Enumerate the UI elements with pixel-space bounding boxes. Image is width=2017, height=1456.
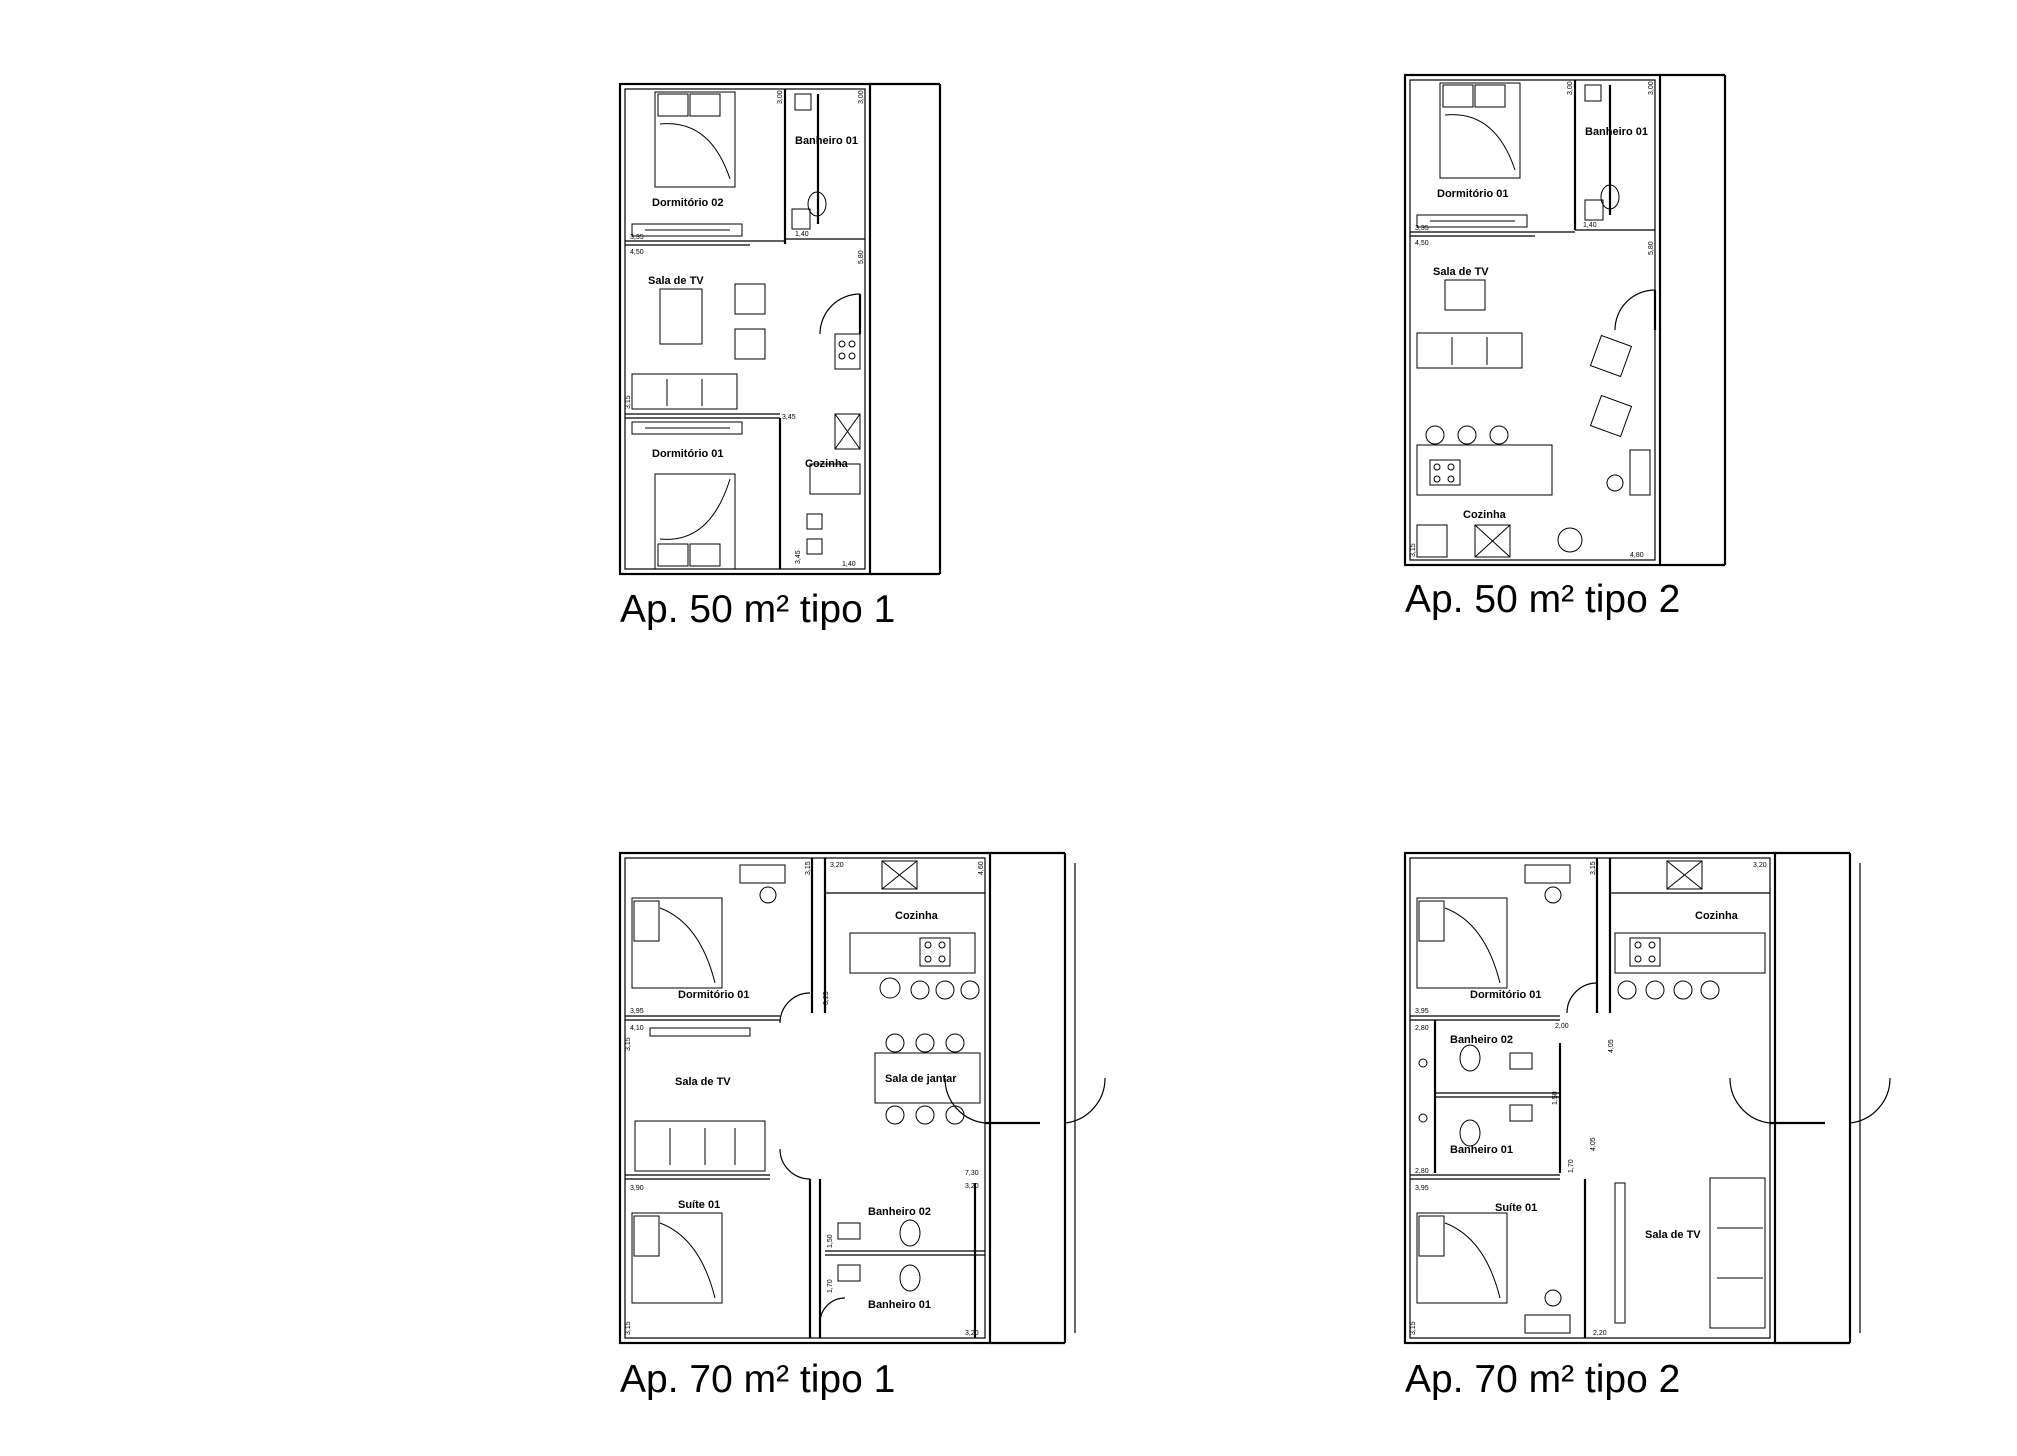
room-label-bathroom: Banheiro 01	[795, 135, 858, 147]
dimension-label: 3,15	[1410, 543, 1417, 557]
dimension-label: 3,20	[1753, 862, 1767, 869]
dimension-label: 1,50	[1552, 1091, 1559, 1105]
dimension-label: 3,15	[625, 1037, 632, 1051]
room-label-kitchen: Cozinha	[1695, 910, 1739, 922]
dimension-label: 1,50	[827, 1234, 834, 1248]
plan-caption: Ap. 70 m² tipo 2	[1405, 1358, 1681, 1401]
floor-plan-50m2-tipo2: Dormitório 01 Banheiro 01 Sala de TV Coz…	[1403, 73, 1735, 575]
room-label-living: Sala de TV	[1645, 1229, 1701, 1241]
room-label-bath-02: Banheiro 02	[1450, 1034, 1513, 1046]
dimension-label: 3,95	[630, 1008, 644, 1015]
room-label-bath-01: Banheiro 01	[1450, 1144, 1513, 1156]
room-label-living: Sala de TV	[1433, 266, 1489, 278]
dimension-label: 3,45	[795, 550, 802, 564]
room-label-living: Sala de TV	[675, 1076, 731, 1088]
room-label-suite: Suíte 01	[678, 1199, 720, 1211]
dimension-label: 3,95	[1415, 1008, 1429, 1015]
dimension-label: 3,20	[965, 1330, 979, 1337]
room-label-bedroom: Dormitório 01	[1437, 188, 1509, 200]
dimension-label: 4,50	[1415, 240, 1429, 247]
dimension-label: 3,15	[1410, 1321, 1417, 1335]
dimension-label: 3,35	[630, 234, 644, 241]
dimension-label: 3,25	[823, 991, 830, 1005]
room-label-bathroom: Banheiro 01	[1585, 126, 1648, 138]
dimension-label: 5,80	[858, 250, 865, 264]
dimension-label: 2,00	[1555, 1023, 1569, 1030]
dimension-label: 3,00	[777, 90, 784, 104]
dimension-label: 3,15	[625, 395, 632, 409]
dimension-label: 3,15	[805, 861, 812, 875]
room-label-bedroom: Dormitório 01	[1470, 989, 1542, 1001]
dimension-label: 3,00	[858, 90, 865, 104]
room-label-living: Sala de TV	[648, 275, 704, 287]
dimension-label: 3,95	[1415, 1185, 1429, 1192]
dimension-label: 1,40	[1583, 222, 1597, 229]
room-label-bedroom-01: Dormitório 01	[652, 448, 724, 460]
dimension-label: 3,00	[1567, 81, 1574, 95]
room-label-kitchen: Cozinha	[895, 910, 939, 922]
plan-caption: Ap. 50 m² tipo 1	[620, 588, 896, 631]
room-label-bath-01: Banheiro 01	[868, 1299, 931, 1311]
dimension-label: 2,20	[1593, 1330, 1607, 1337]
plan-caption: Ap. 50 m² tipo 2	[1405, 578, 1681, 621]
room-label-kitchen: Cozinha	[1463, 509, 1507, 521]
dimension-label: 4,05	[1590, 1137, 1597, 1151]
dimension-label: 4,05	[1608, 1039, 1615, 1053]
dimension-label: 1,70	[1568, 1159, 1575, 1173]
room-label-kitchen: Cozinha	[805, 458, 849, 470]
dimension-label: 4,80	[1630, 552, 1644, 559]
dimension-label: 3,20	[830, 862, 844, 869]
room-label-suite: Suíte 01	[1495, 1202, 1537, 1214]
room-label-bedroom-02: Dormitório 02	[652, 197, 724, 209]
dimension-label: 3,90	[630, 1185, 644, 1192]
room-label-bath-02: Banheiro 02	[868, 1206, 931, 1218]
dimension-label: 3,45	[782, 414, 796, 421]
dimension-label: 5,80	[1648, 241, 1655, 255]
dimension-label: 4,60	[978, 861, 985, 875]
dimension-label: 1,40	[795, 231, 809, 238]
room-label-bedroom: Dormitório 01	[678, 989, 750, 1001]
dimension-label: 4,50	[630, 249, 644, 256]
dimension-label: 3,20	[965, 1183, 979, 1190]
dimension-label: 3,00	[1648, 81, 1655, 95]
plan-caption: Ap. 70 m² tipo 1	[620, 1358, 896, 1401]
floor-plan-50m2-tipo1: Dormitório 02 Banheiro 01 Sala de TV Dor…	[618, 82, 950, 584]
dimension-label: 7,30	[965, 1170, 979, 1177]
dimension-label: 4,10	[630, 1025, 644, 1032]
room-label-dining: Sala de jantar	[885, 1073, 957, 1085]
dimension-label: 1,40	[842, 561, 856, 568]
dimension-label: 2,80	[1415, 1168, 1429, 1175]
floor-plan-70m2-tipo1: Cozinha Dormitório 01 Sala de TV Sala de…	[618, 851, 1120, 1353]
dimension-label: 3,15	[625, 1321, 632, 1335]
dimension-label: 3,35	[1415, 225, 1429, 232]
floor-plan-70m2-tipo2: Cozinha Dormitório 01 Banheiro 02 Banhei…	[1403, 851, 1905, 1353]
dimension-label: 2,80	[1415, 1025, 1429, 1032]
dimension-label: 1,70	[827, 1279, 834, 1293]
dimension-label: 3,15	[1590, 861, 1597, 875]
